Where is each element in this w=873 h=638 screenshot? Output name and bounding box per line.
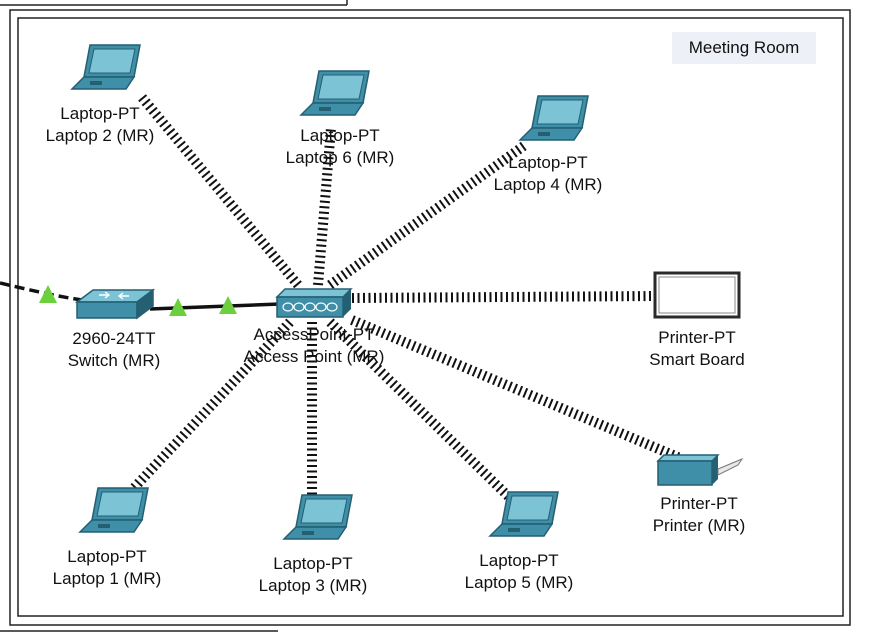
link-status-up-icon <box>39 285 57 303</box>
meeting-room-label: Meeting Room <box>672 32 816 64</box>
link-status-up-icon <box>219 296 237 314</box>
laptop-4-name: Laptop 4 (MR) <box>493 175 603 194</box>
laptop-laptop6-icon[interactable] <box>299 70 370 116</box>
link-ap-laptop2[interactable] <box>136 91 302 289</box>
laptop-3-label[interactable]: Laptop-PT Laptop 3 (MR) <box>259 553 368 597</box>
smart-board-name: Smart Board <box>649 350 745 369</box>
laptop-5-label[interactable]: Laptop-PT Laptop 5 (MR) <box>465 550 574 594</box>
link-ap-smartboard[interactable] <box>351 291 657 303</box>
laptop-laptop4-icon[interactable] <box>518 95 589 141</box>
laptop-4-model: Laptop-PT <box>508 153 588 172</box>
laptop-5-name: Laptop 5 (MR) <box>464 573 574 592</box>
room-outer-frame <box>9 9 851 626</box>
link-ap-printer[interactable] <box>350 315 682 463</box>
laptop-2-label[interactable]: Laptop-PT Laptop 2 (MR) <box>46 103 155 147</box>
access-point-ap-icon[interactable] <box>275 288 353 318</box>
smart-board-model: Printer-PT <box>658 328 736 347</box>
switch-label[interactable]: 2960-24TT Switch (MR) <box>68 328 161 372</box>
link-switch-ap[interactable] <box>149 302 281 311</box>
link-status-up-icon <box>169 298 187 316</box>
printer-label[interactable]: Printer-PT Printer (MR) <box>653 493 746 537</box>
laptop-6-model: Laptop-PT <box>300 126 380 145</box>
laptop-laptop5-icon[interactable] <box>488 491 559 537</box>
access-point-label[interactable]: AccessPoint-PT Access Point (MR) <box>244 324 385 368</box>
access-point-name: Access Point (MR) <box>243 347 385 366</box>
laptop-1-name: Laptop 1 (MR) <box>52 569 162 588</box>
laptop-laptop1-icon[interactable] <box>78 487 149 533</box>
access-point-model: AccessPoint-PT <box>253 325 375 344</box>
laptop-5-model: Laptop-PT <box>479 551 559 570</box>
switch-name: Switch (MR) <box>67 351 161 370</box>
laptop-3-name: Laptop 3 (MR) <box>258 576 368 595</box>
laptop-laptop2-icon[interactable] <box>70 44 141 90</box>
links-layer <box>0 91 682 504</box>
laptop-3-model: Laptop-PT <box>273 554 353 573</box>
printer-name: Printer (MR) <box>652 516 746 535</box>
switch-switch-icon[interactable] <box>74 288 156 320</box>
laptop-laptop3-icon[interactable] <box>282 494 353 540</box>
room-inner-frame <box>17 17 844 617</box>
laptop-2-name: Laptop 2 (MR) <box>45 126 155 145</box>
printer-model: Printer-PT <box>660 494 738 513</box>
switch-model: 2960-24TT <box>72 329 156 348</box>
link-ap-laptop4[interactable] <box>327 140 528 290</box>
smart-board-label[interactable]: Printer-PT Smart Board <box>649 327 744 371</box>
laptop-6-name: Laptop 6 (MR) <box>285 148 395 167</box>
laptop-4-label[interactable]: Laptop-PT Laptop 4 (MR) <box>494 152 603 196</box>
printer-printer-icon[interactable] <box>656 454 744 486</box>
link-ap-laptop6[interactable] <box>313 127 336 286</box>
devices-layer <box>70 44 744 540</box>
link-switch-offscreen[interactable] <box>0 281 83 302</box>
smart-board-smartboard-icon[interactable] <box>653 271 741 319</box>
laptop-2-model: Laptop-PT <box>60 104 140 123</box>
link-ap-laptop5[interactable] <box>326 318 516 504</box>
laptop-1-label[interactable]: Laptop-PT Laptop 1 (MR) <box>53 546 162 590</box>
laptop-6-label[interactable]: Laptop-PT Laptop 6 (MR) <box>286 125 395 169</box>
laptop-1-model: Laptop-PT <box>67 547 147 566</box>
